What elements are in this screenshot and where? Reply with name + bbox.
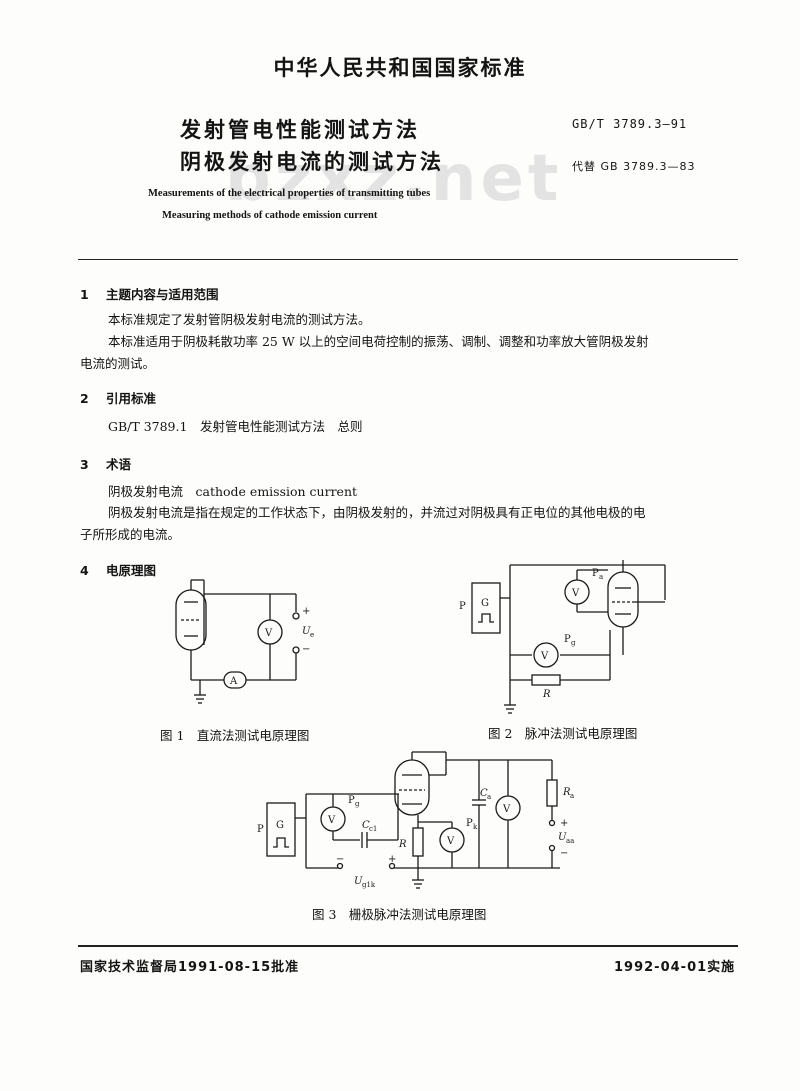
figure-3-caption: 图 3 栅极脉冲法测试电原理图: [312, 907, 487, 922]
terminal-minus: [292, 646, 300, 654]
document-title-line2: 阴极发射电流的测试方法: [180, 150, 444, 174]
fig3-cap-anode: C: [480, 788, 488, 799]
terminal-plus: [292, 612, 300, 620]
fig3-cap-grid: C: [362, 820, 370, 831]
figure-1-caption: 图 1 直流法测试电原理图: [160, 728, 310, 743]
header-divider: [78, 259, 738, 260]
fig3-bias-minus: −: [336, 854, 344, 865]
section-1-paragraph-2-line2: 电流的测试。: [80, 356, 156, 371]
fig3-bias-label: U: [354, 876, 363, 887]
fig2-probe-g: P: [564, 634, 571, 645]
fig2-probe-a-sub: a: [599, 573, 603, 581]
section-2-heading: 2 引用标准: [80, 388, 156, 407]
section-number: 1: [80, 287, 89, 302]
fig3-probe-g: P: [348, 795, 355, 806]
fig1-voltage-sub: e: [310, 631, 314, 639]
fig3-resistor-anode: R: [562, 787, 571, 798]
fig2-probe-g-sub: g: [571, 639, 576, 647]
section-1-paragraph-1: 本标准规定了发射管阴极发射电流的测试方法。: [108, 312, 371, 327]
fig3-supply-plus: +: [560, 818, 568, 829]
section-title: 术语: [106, 457, 132, 472]
fig3-probe-k: P: [466, 818, 473, 829]
section-number: 3: [80, 457, 89, 472]
terminal-minus: [336, 862, 344, 870]
fig3-generator-box-label: G: [276, 820, 284, 831]
fig3-probe-k-sub: k: [473, 823, 478, 831]
vacuum-tube-icon: [394, 759, 430, 816]
resistor-icon: [531, 674, 561, 686]
figure-1-diagram: [175, 579, 300, 704]
fig1-ammeter-label: A: [229, 676, 238, 687]
voltmeter-icon: [533, 642, 559, 668]
fig3-generator-label: P: [257, 824, 264, 835]
replaces-code: 代替 GB 3789.3—83: [572, 160, 696, 173]
section-title: 电原理图: [106, 563, 157, 578]
fig3-voltmeter-a-label: V: [502, 804, 511, 815]
fig2-voltmeter-a-label: V: [571, 588, 580, 599]
fig3-supply-sub: aa: [566, 837, 574, 845]
approval-date: 国家技术监督局1991-08-15批准: [80, 960, 300, 975]
fig3-resistor-anode-sub: a: [570, 792, 574, 800]
figure-2-caption: 图 2 脉冲法测试电原理图: [488, 726, 638, 741]
section-title: 主题内容与适用范围: [106, 287, 219, 302]
reference-code: GB/T 3789.1: [108, 419, 188, 434]
pulse-generator-icon: [471, 582, 501, 634]
fig2-probe-a: P: [592, 568, 599, 579]
standard-code: GB/T 3789.3—91: [572, 117, 688, 131]
section-3-heading: 3 术语: [80, 454, 131, 473]
reference-entry: GB/T 3789.1 发射管电性能测试方法 总则: [108, 417, 362, 437]
fig1-voltmeter-label: V: [264, 628, 273, 639]
fig3-voltmeter-k-label: V: [446, 836, 455, 847]
fig3-bias-sub: g1k: [362, 881, 376, 889]
section-number: 4: [80, 563, 89, 578]
reference-title: 发射管电性能测试方法 总则: [199, 419, 363, 434]
fig1-minus: −: [302, 644, 310, 655]
fig3-supply-minus: −: [560, 848, 568, 859]
watermark: bzxz.net: [225, 142, 563, 216]
term-definition-line1: 阴极发射电流是指在规定的工作状态下，由阴极发射的，并流过对阴极具有正电位的其他电…: [108, 505, 646, 520]
fig2-voltmeter-g-label: V: [540, 651, 549, 662]
term-entry: 阴极发射电流 cathode emission current: [108, 484, 358, 499]
term-definition-line2: 子所形成的电流。: [80, 527, 181, 542]
pulse-generator-icon: [266, 802, 296, 857]
figure-3-diagram: [266, 751, 560, 889]
section-title: 引用标准: [106, 391, 157, 406]
section-4-heading: 4 电原理图: [80, 560, 156, 579]
fig3-cap-grid-sub: c1: [369, 825, 377, 833]
fig1-plus: +: [302, 606, 310, 617]
section-number: 2: [80, 391, 89, 406]
figure-2-diagram: [471, 560, 666, 714]
english-title-line2: Measuring methods of cathode emission cu…: [162, 210, 378, 221]
fig3-bias-plus: +: [388, 854, 396, 865]
fig2-resistor-label: R: [542, 689, 551, 700]
fig3-supply-label: U: [558, 832, 567, 843]
vacuum-tube-icon: [607, 571, 639, 628]
resistor-icon: [546, 779, 558, 807]
resistor-icon: [412, 827, 424, 857]
fig2-generator-label: P: [459, 601, 466, 612]
fig3-probe-g-sub: g: [355, 800, 360, 808]
english-title-line1: Measurements of the electrical propertie…: [148, 188, 431, 199]
section-1-paragraph-2-line1: 本标准适用于阴极耗散功率 25 W 以上的空间电荷控制的振荡、调制、调整和功率放…: [108, 334, 649, 349]
document-title-line1: 发射管电性能测试方法: [180, 118, 420, 142]
fig3-cap-anode-sub: a: [487, 793, 491, 801]
standard-org-heading: 中华人民共和国国家标准: [273, 56, 527, 80]
terminal-plus: [388, 862, 396, 870]
effective-date: 1992-04-01实施: [614, 960, 736, 975]
footer-divider: [78, 945, 738, 947]
fig3-voltmeter-g-label: V: [327, 815, 336, 826]
section-1-heading: 1 主题内容与适用范围: [80, 284, 219, 303]
fig2-generator-box-label: G: [481, 598, 489, 609]
fig3-resistor-label: R: [398, 839, 407, 850]
fig1-voltage-label: U: [302, 626, 311, 637]
